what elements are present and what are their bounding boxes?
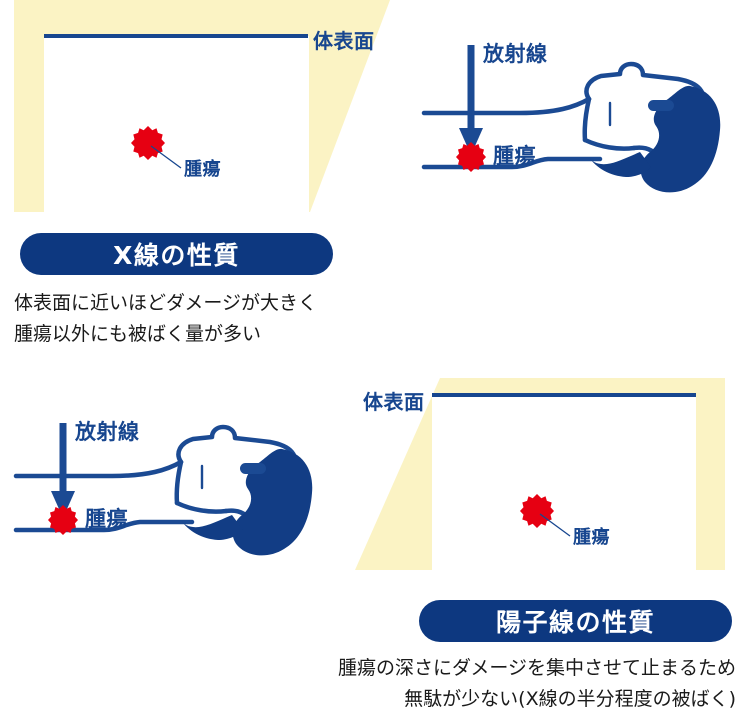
proton-property-banner-label: 陽子線の性質	[495, 608, 655, 637]
tumor-starburst-person	[48, 505, 78, 535]
hair-shadow-lower	[181, 515, 243, 540]
tumor-leader-line	[539, 513, 571, 537]
proton-caption-line-2: 無駄が少ない(X線の半分程度の被ばく)	[404, 688, 736, 710]
proton-radiation-label: 放射線	[75, 420, 140, 444]
tumor-leader-line	[150, 145, 182, 169]
tissue-cross-section	[432, 395, 696, 570]
tumor-starburst-cross-section	[131, 126, 165, 160]
xray-property-banner: X線の性質	[20, 233, 333, 275]
proton-tumor-label: 腫瘍	[573, 527, 610, 548]
proton-caption-line-1: 腫瘍の深さにダメージを集中させて止まるため	[337, 657, 736, 679]
proton-caption: 腫瘍の深さにダメージを集中させて止まるため 無駄が少ない(X線の半分程度の被ばく…	[338, 653, 736, 715]
eye	[648, 100, 674, 111]
xray-panel-artwork	[14, 0, 721, 212]
hair-shadow-lower	[589, 152, 651, 177]
xray-tumor-label: 腫瘍	[184, 159, 221, 180]
proton-person-tumor-label: 腫瘍	[85, 507, 128, 531]
tissue-cross-section	[44, 36, 309, 212]
eye	[240, 463, 266, 474]
proton-panel-artwork	[13, 378, 725, 570]
radiation-beam-arrow	[51, 423, 75, 518]
proton-property-banner: 陽子線の性質	[419, 600, 732, 642]
xray-caption-line-2: 腫瘍以外にも被ばく量が多い	[14, 323, 262, 345]
tumor-starburst-cross-section	[520, 494, 554, 528]
proton-panel: 体表面 腫瘍 放射線 腫瘍	[0, 378, 750, 573]
proton-body-surface-label: 体表面	[363, 390, 425, 414]
xray-body-surface-label: 体表面	[313, 29, 375, 53]
xray-caption-line-1: 体表面に近いほどダメージが大きく	[14, 292, 318, 314]
xray-panel: 体表面 腫瘍 放射線 腫瘍	[0, 0, 750, 220]
tumor-starburst-person	[456, 142, 486, 172]
person-silhouette	[13, 424, 298, 533]
xray-radiation-label: 放射線	[483, 42, 548, 66]
xray-caption: 体表面に近いほどダメージが大きく 腫瘍以外にも被ばく量が多い	[14, 288, 317, 350]
xray-person-tumor-label: 腫瘍	[493, 144, 536, 168]
hair-mass	[232, 448, 313, 556]
person-silhouette	[421, 61, 706, 170]
radiation-beam-arrow	[459, 45, 483, 155]
xray-property-banner-label: X線の性質	[113, 241, 240, 270]
hair-mass	[640, 85, 721, 193]
